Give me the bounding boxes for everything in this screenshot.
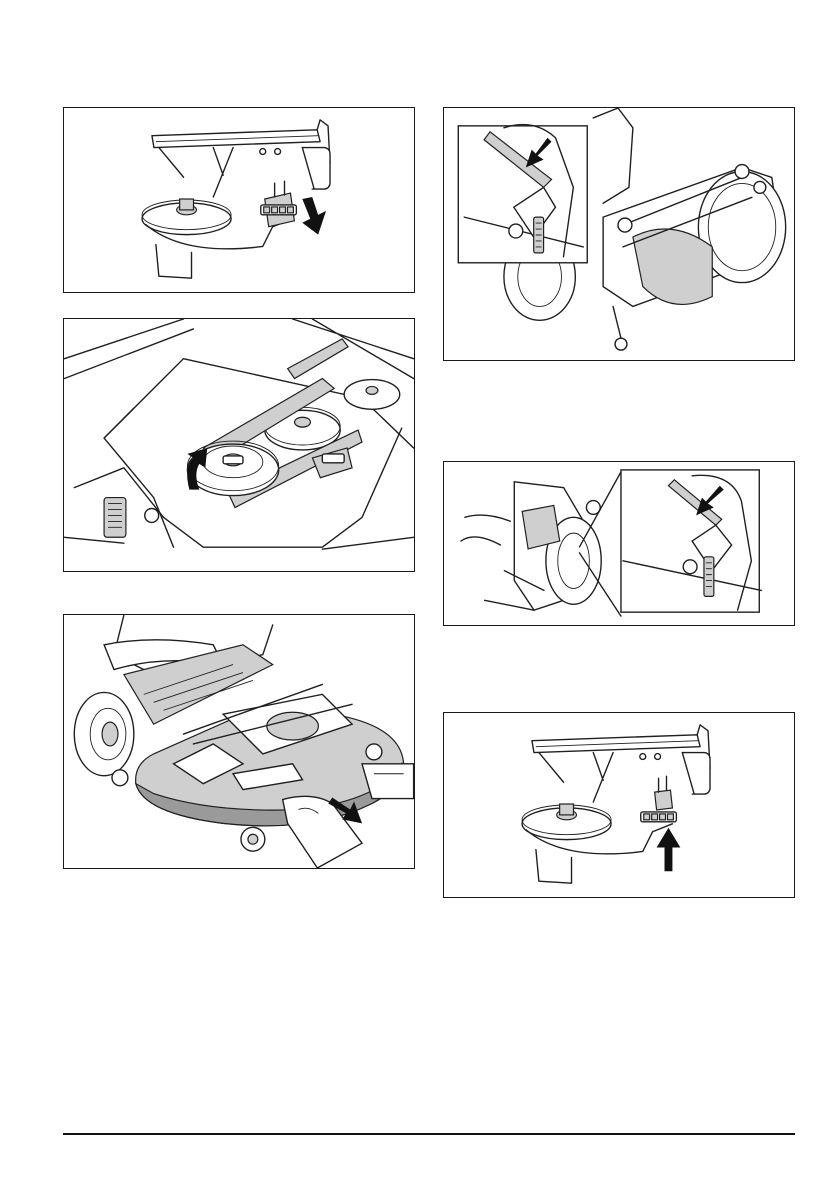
deck-lift-arm-detail-illustration	[444, 108, 794, 360]
belt-tensioner-lever-illustration	[444, 713, 794, 897]
figure-tensioner-release	[63, 107, 415, 293]
figure-front-bracket-detail	[443, 461, 795, 626]
drive-belt-pulleys-illustration	[64, 319, 414, 571]
figure-deck-removal	[63, 614, 415, 869]
footer-rule	[63, 1133, 795, 1135]
figure-tensioner-engage	[443, 712, 795, 898]
deck-front-bracket-detail-illustration	[444, 462, 794, 625]
figure-belt-removal	[63, 318, 415, 572]
belt-tensioner-lever-illustration	[64, 108, 414, 292]
arrow-up-icon	[657, 828, 681, 872]
arrow-down-icon	[302, 197, 326, 235]
figure-lift-arm-detail	[443, 107, 795, 361]
mower-deck-removal-illustration	[64, 615, 414, 868]
